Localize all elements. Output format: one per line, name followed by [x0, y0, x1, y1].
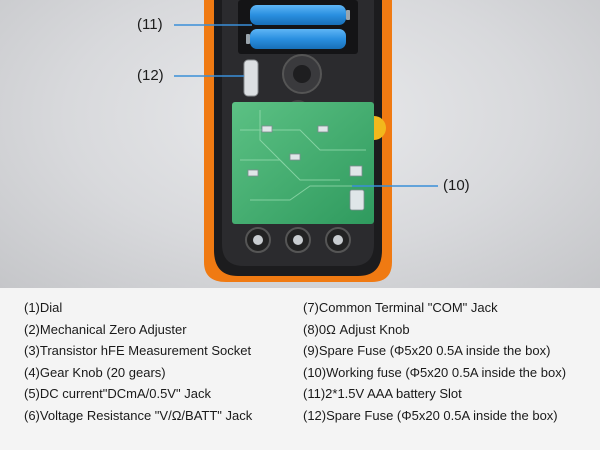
legend-item: (5)DC current"DCmA/0.5V" Jack: [24, 386, 211, 402]
product-illustration: (11) (12) (10): [0, 0, 600, 288]
battery-icon: [250, 29, 346, 49]
legend-item: (10)Working fuse (Φ5x20 0.5A inside the …: [303, 364, 567, 380]
legend-item: (4)Gear Knob (20 gears): [24, 364, 166, 380]
callout-12: (12): [137, 67, 164, 84]
input-jacks: [245, 227, 351, 253]
callout-10: (10): [443, 177, 470, 194]
pcb-board: [232, 102, 374, 224]
spare-fuse: [243, 59, 259, 97]
legend-item: (2)Mechanical Zero Adjuster: [24, 321, 187, 337]
legend-item: (8)0Ω Adjust Knob: [303, 321, 410, 337]
legend-panel: (1)Dial (2)Mechanical Zero Adjuster (3)T…: [0, 288, 600, 450]
legend-left-column: (1)Dial (2)Mechanical Zero Adjuster (3)T…: [24, 297, 252, 427]
legend-right-column: (7)Common Terminal "COM" Jack (8)0Ω Adju…: [303, 297, 566, 427]
legend-item: (7)Common Terminal "COM" Jack: [303, 300, 498, 315]
multimeter-back-view: [174, 0, 438, 282]
working-fuse: [349, 189, 365, 211]
legend-item: (12)Spare Fuse (Φ5x20 0.5A inside the bo…: [303, 407, 558, 423]
legend-item: (9)Spare Fuse (Φ5x20 0.5A inside the box…: [303, 343, 551, 359]
legend-item: (11)2*1.5V AAA battery Slot: [303, 386, 462, 402]
legend-item: (6)Voltage Resistance "V/Ω/BATT" Jack: [24, 407, 253, 423]
battery-icon: [250, 5, 346, 25]
legend-item: (1)Dial: [24, 300, 63, 315]
legend-item: (3)Transistor hFE Measurement Socket: [24, 343, 252, 359]
callout-11: (11): [137, 16, 163, 33]
